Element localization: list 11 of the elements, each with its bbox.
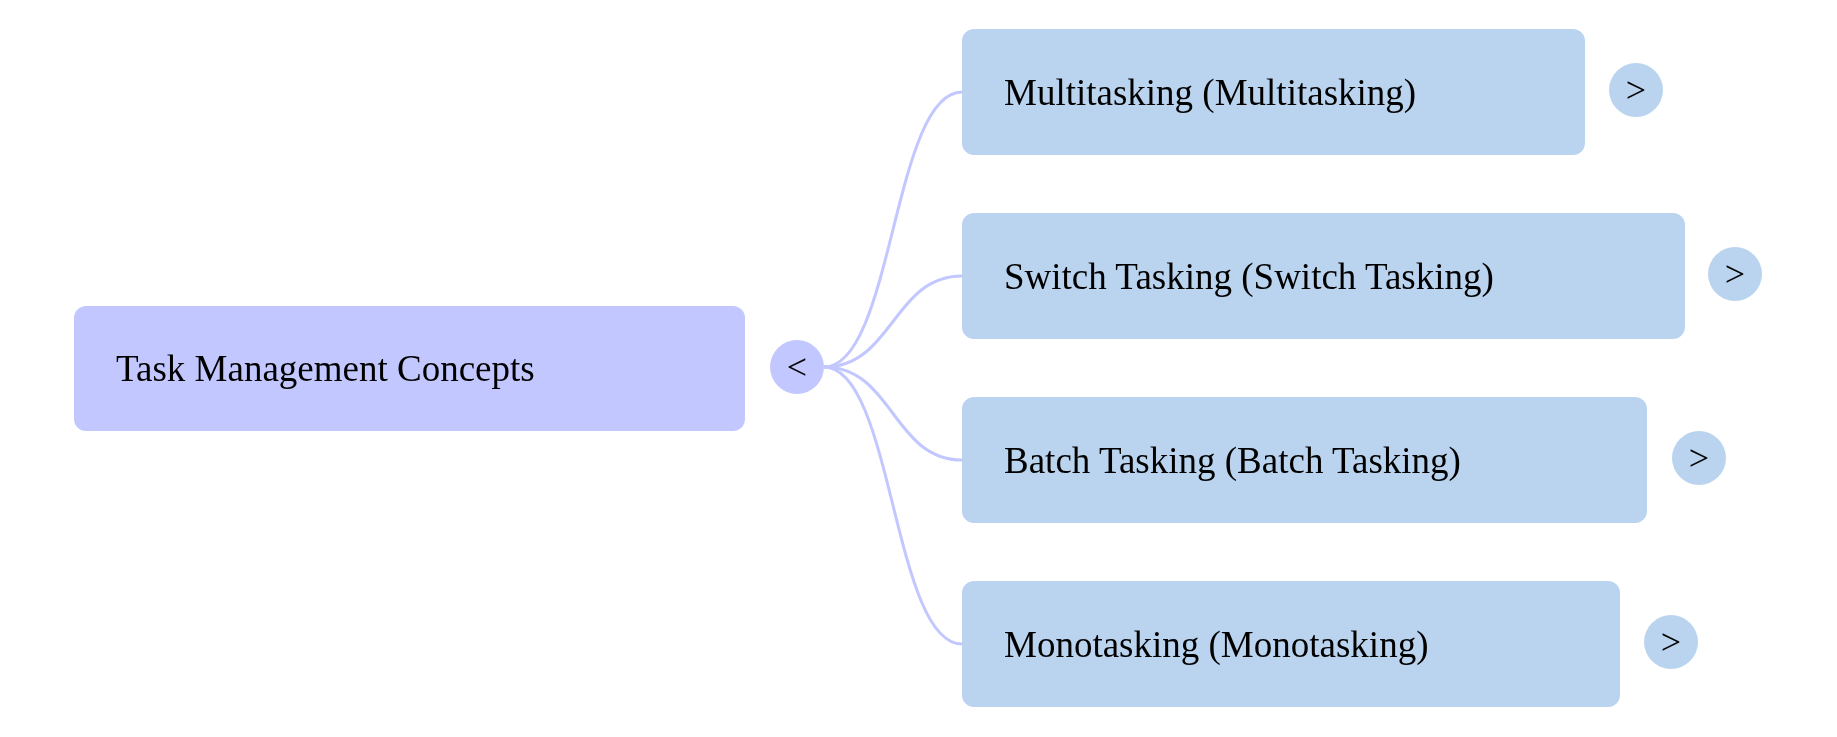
collapse-button: < xyxy=(770,340,824,394)
expand-button: > xyxy=(1672,431,1726,485)
subtopic-box: Batch Tasking (Batch Tasking) xyxy=(962,397,1647,523)
root-topic-box: Task Management Concepts xyxy=(74,306,745,431)
expand-button: > xyxy=(1644,615,1698,669)
expand-button: > xyxy=(1609,63,1663,117)
subtopic-box: Multitasking (Multitasking) xyxy=(962,29,1585,155)
expand-button: > xyxy=(1708,247,1762,301)
connector-line xyxy=(823,365,963,646)
subtopic-box: Switch Tasking (Switch Tasking) xyxy=(962,213,1685,339)
subtopic-box: Monotasking (Monotasking) xyxy=(962,581,1620,707)
